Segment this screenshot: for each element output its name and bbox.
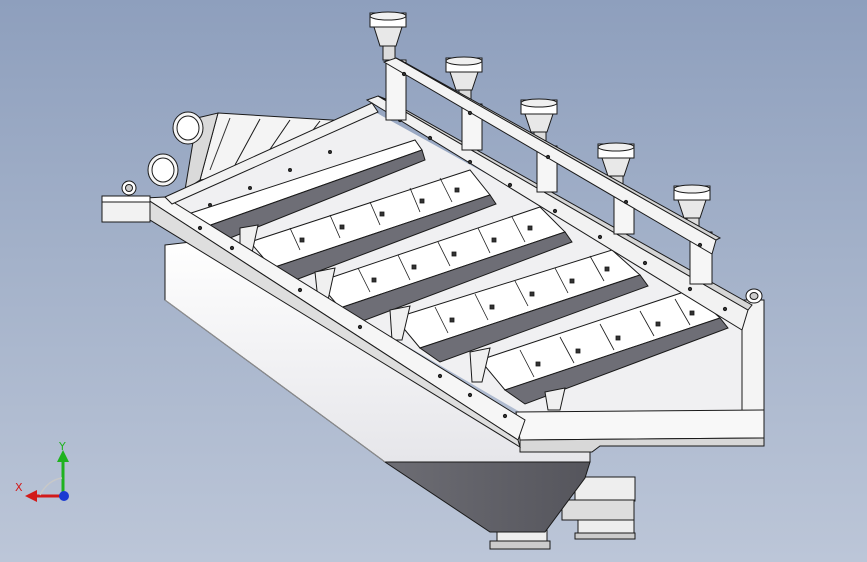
- screen-decks[interactable]: [183, 139, 729, 405]
- y-axis-arrow: [57, 450, 69, 494]
- screen-deck-4[interactable]: [394, 249, 649, 363]
- front-left-rail[interactable]: [143, 102, 526, 449]
- coordinate-triad: X Y: [10, 438, 80, 510]
- discharge-hopper[interactable]: [383, 461, 591, 533]
- x-axis-label: X: [15, 481, 23, 494]
- feed-inlet-2[interactable]: [445, 56, 483, 151]
- z-axis-marker: [59, 491, 69, 501]
- feed-inlets[interactable]: [369, 11, 713, 285]
- left-foot-bracket[interactable]: [101, 180, 151, 223]
- feed-inlet-3[interactable]: [520, 98, 558, 193]
- inlet-tie-bar[interactable]: [382, 57, 722, 255]
- y-axis-label: Y: [59, 440, 66, 453]
- motor-flanges[interactable]: [147, 111, 204, 187]
- x-axis-arrow: [25, 490, 63, 502]
- feed-inlet-1[interactable]: [369, 11, 407, 121]
- screen-deck-1[interactable]: [183, 139, 426, 241]
- outlet-assembly[interactable]: [489, 476, 636, 550]
